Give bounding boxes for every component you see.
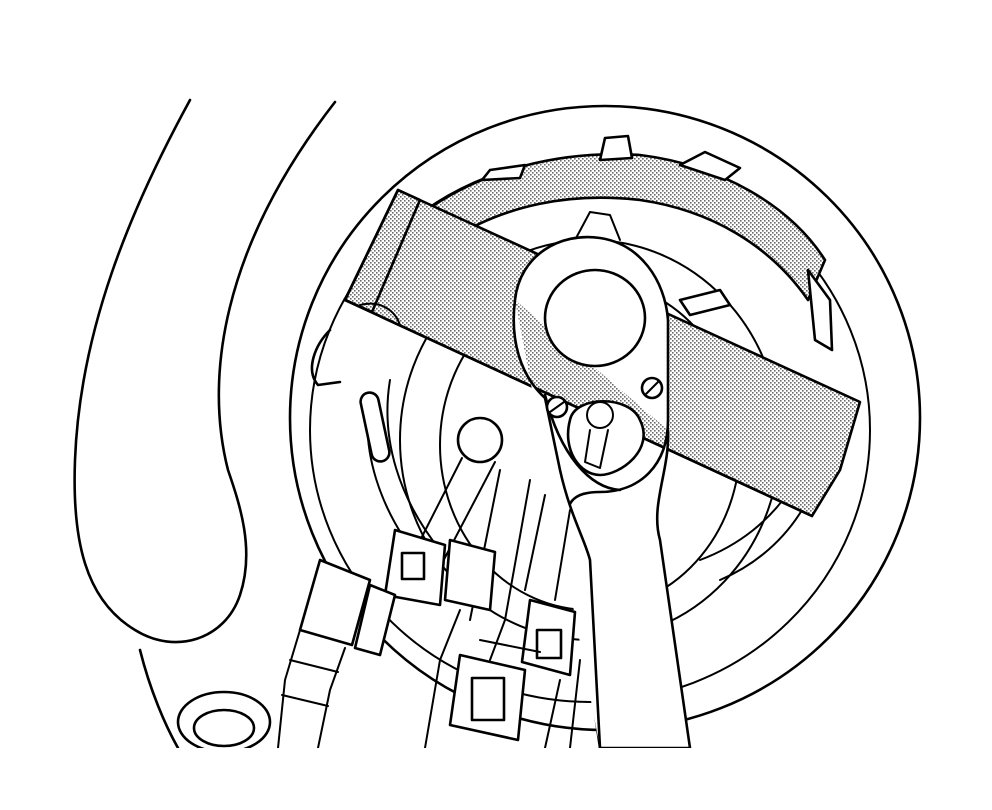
housing-outline	[73, 98, 337, 748]
fuel-line-connectors	[277, 416, 581, 748]
ratchet-handle	[512, 235, 692, 748]
lower-mount-boss	[176, 690, 272, 748]
lock-ring	[310, 134, 834, 581]
